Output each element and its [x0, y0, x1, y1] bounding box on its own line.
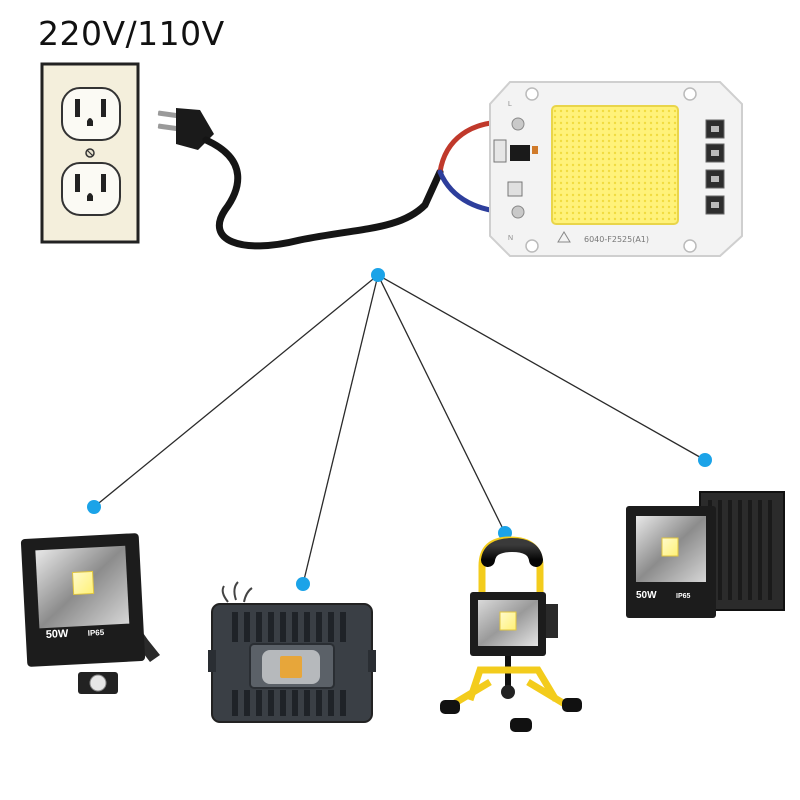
voltage-label: 220V/110V — [38, 14, 225, 53]
outlet-socket-top — [61, 87, 121, 141]
pin-label-l: L — [508, 101, 512, 108]
endpoint-dot-3 — [498, 526, 512, 540]
connector-line-2 — [302, 274, 379, 585]
wall-outlet — [40, 62, 140, 244]
power-cable — [202, 136, 444, 250]
hub-dot — [371, 268, 385, 282]
flood-light-motion-sensor: 50W IP65 — [20, 533, 160, 694]
fixture-4-rating: IP65 — [676, 593, 691, 600]
cob-led-array — [551, 105, 679, 225]
endpoint-dot-2 — [296, 577, 310, 591]
pin-label-n: N — [508, 235, 513, 242]
cob-part-number: 6040-F2525(A1) — [584, 235, 649, 244]
cob-led-chip: L N 6040-F2525(A1) — [489, 81, 743, 257]
power-plug — [157, 108, 214, 150]
driver-components — [705, 119, 725, 215]
fixture-1-rating: IP65 — [88, 628, 105, 638]
flood-light-grille — [208, 581, 376, 723]
connector-line-4 — [377, 274, 706, 461]
portable-work-light — [440, 536, 582, 732]
endpoint-dot-1 — [87, 500, 101, 514]
outlet-socket-bottom — [61, 162, 121, 216]
connector-line-3 — [377, 274, 506, 534]
fixture-4-wattage: 50W — [636, 590, 657, 601]
connector-line-1 — [93, 274, 379, 508]
connector-lines — [93, 274, 706, 585]
fixture-1-wattage: 50W — [45, 628, 69, 641]
carry-handle-grip — [481, 537, 543, 567]
flood-light-slim: 50W IP65 — [626, 491, 785, 618]
endpoint-dot-4 — [698, 453, 712, 467]
heatsink-fins — [232, 612, 346, 716]
